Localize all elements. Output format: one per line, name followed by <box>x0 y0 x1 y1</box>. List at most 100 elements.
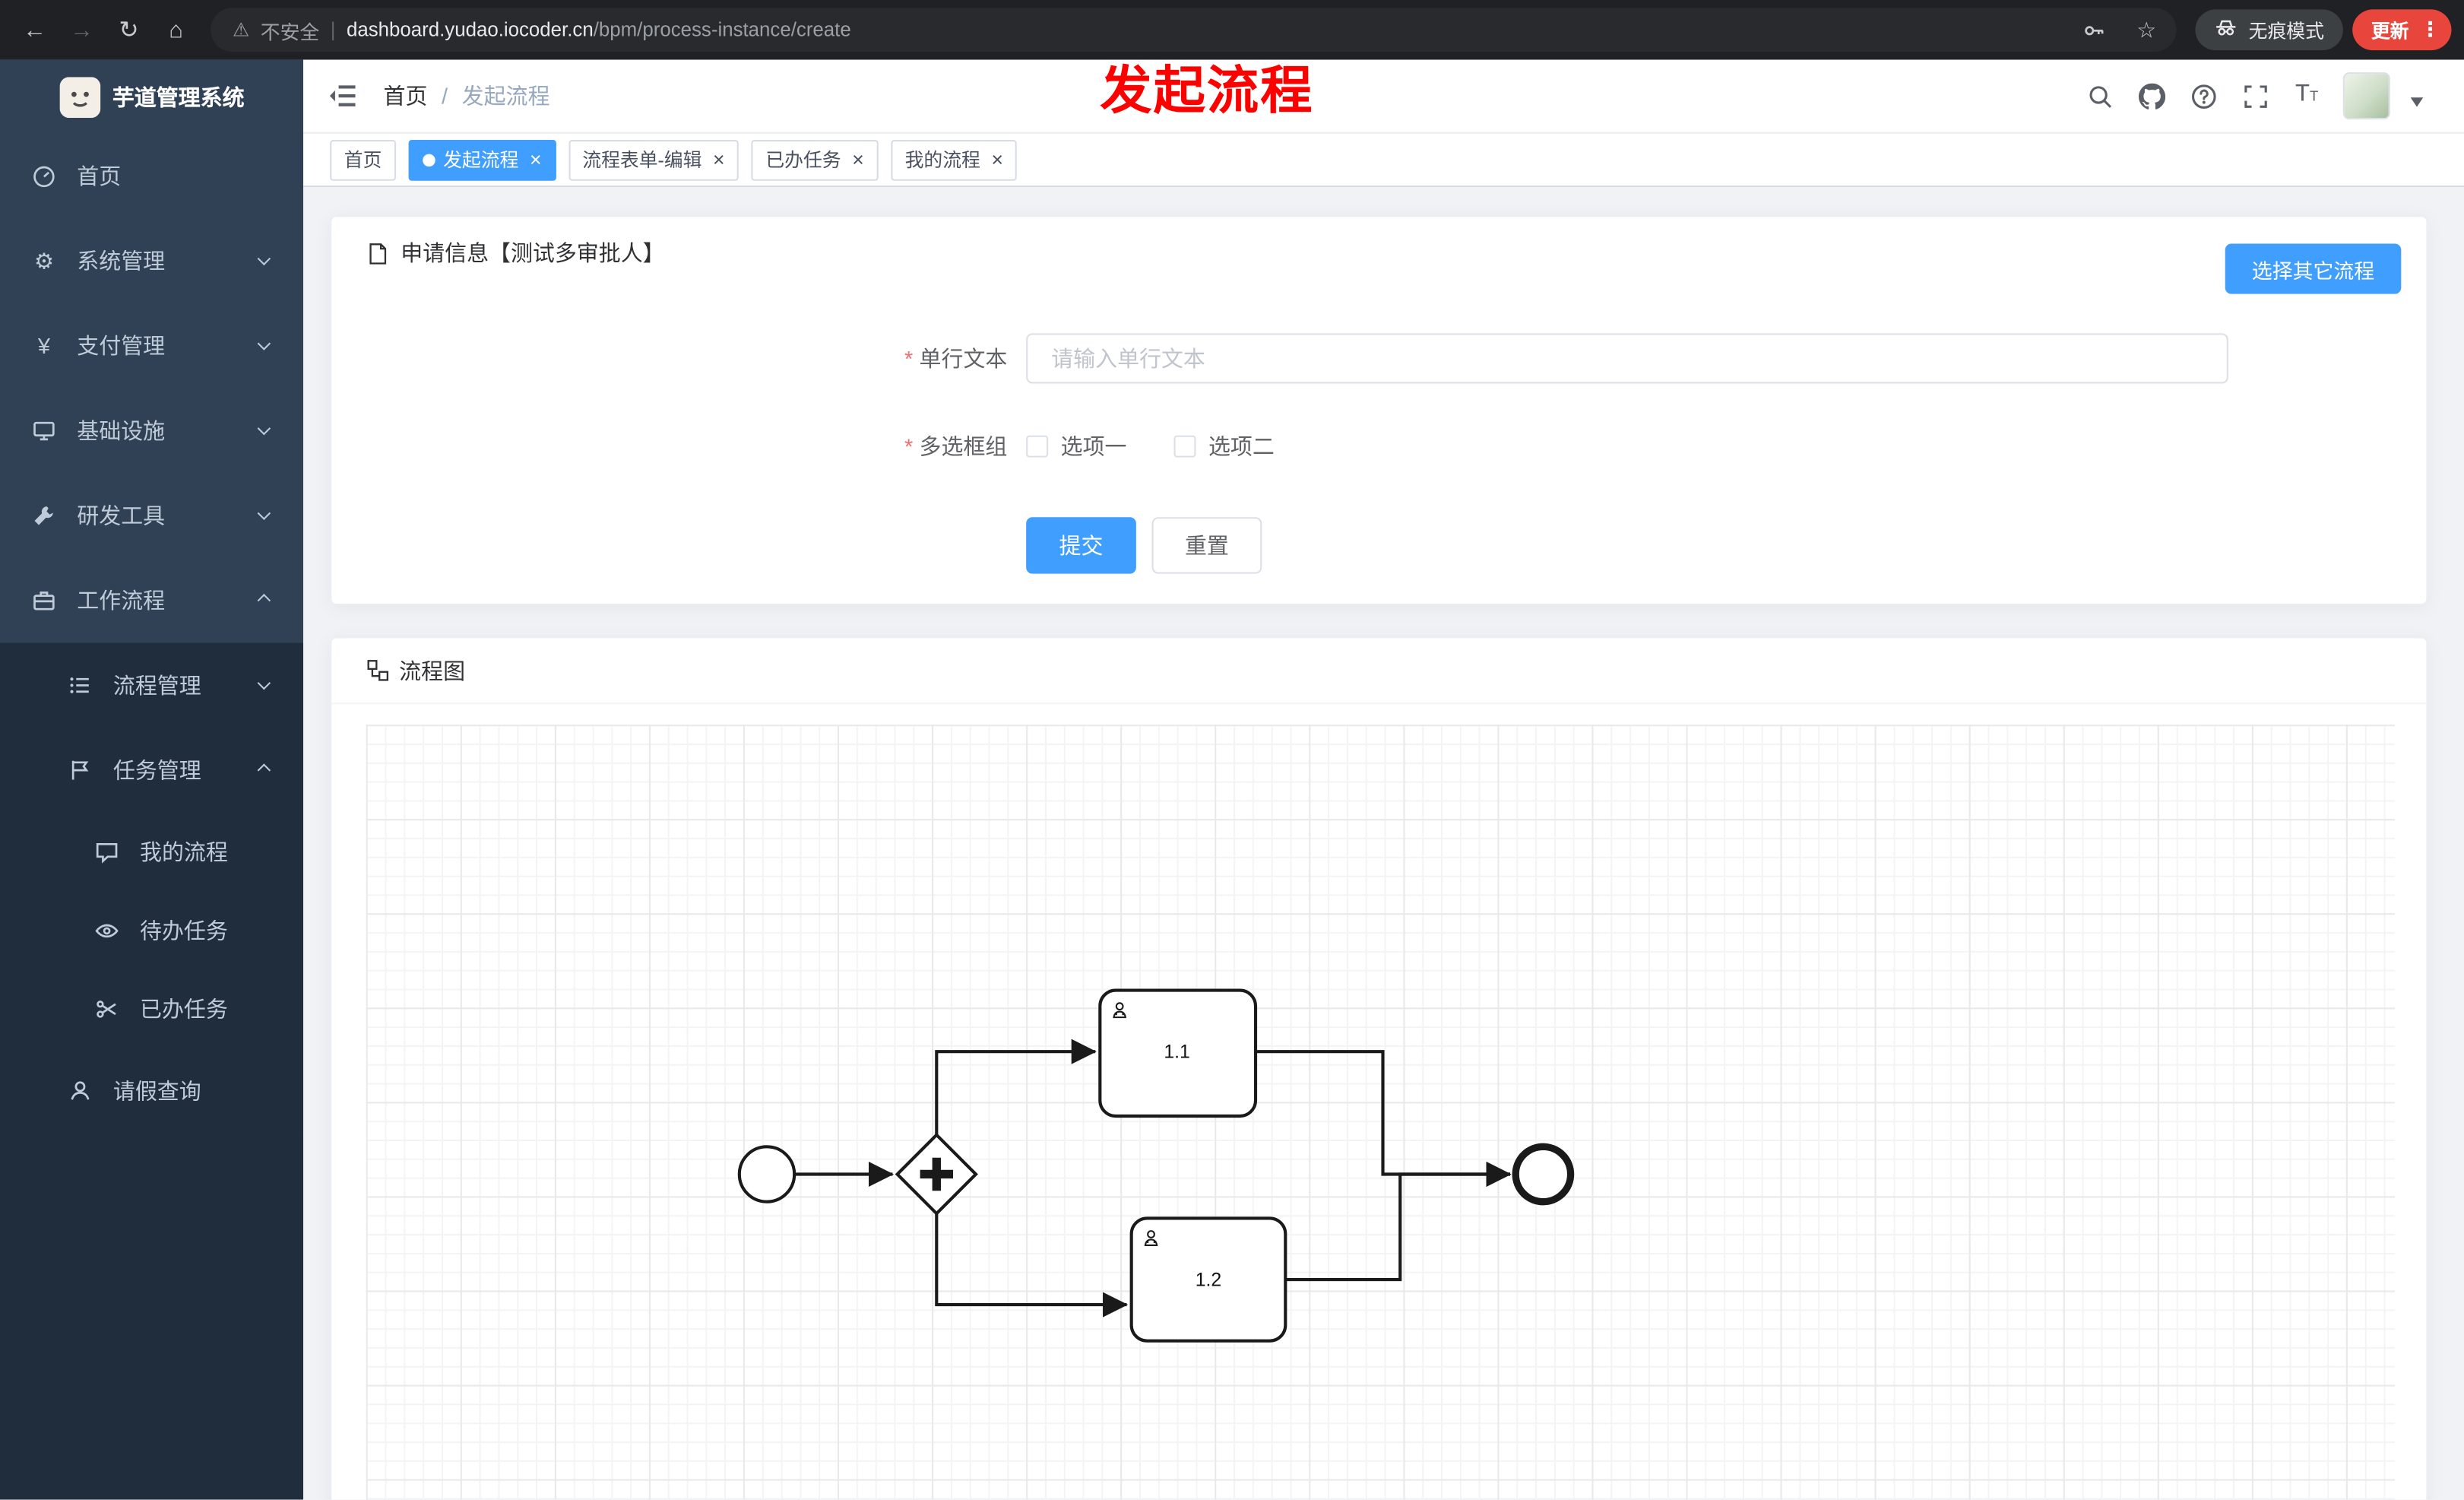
bpmn-canvas[interactable]: 1.1 1.2 <box>366 725 2396 1500</box>
chevron-up-icon <box>257 594 271 607</box>
form-card: 申请信息【测试多审批人】 选择其它流程 *单行文本 *多选框组 选项一 <box>330 215 2428 606</box>
user-avatar[interactable] <box>2342 72 2390 120</box>
checkbox-label: 选项二 <box>1208 433 1275 459</box>
sidebar-item-label: 我的流程 <box>140 839 228 865</box>
tab-close-icon[interactable]: × <box>852 147 864 172</box>
document-icon <box>366 241 390 265</box>
user-icon <box>68 1078 93 1103</box>
app-window: 芋道管理系统 首页 ⚙ 系统管理 ¥ 支付管理 基础设施 <box>0 59 2464 1500</box>
breadcrumb-home[interactable]: 首页 <box>383 83 428 109</box>
sidebar-item-workflow[interactable]: 工作流程 <box>0 558 303 643</box>
browser-chrome: ← → ↻ ⌂ ⚠ 不安全 | dashboard.yudao.iocoder.… <box>0 0 2464 60</box>
sidebar-item-label: 请假查询 <box>112 1078 201 1104</box>
sidebar-item-leave-query[interactable]: 请假查询 <box>0 1048 303 1134</box>
checkbox-icon[interactable] <box>1173 435 1196 458</box>
avatar-caret-icon[interactable] <box>2410 97 2424 113</box>
tab-close-icon[interactable]: × <box>529 147 542 172</box>
breadcrumb-current: 发起流程 <box>461 83 550 109</box>
single-line-text-input[interactable] <box>1026 333 2228 384</box>
app-logo-image <box>59 76 100 118</box>
fullscreen-icon[interactable] <box>2239 80 2270 111</box>
checkbox-option-1[interactable]: 选项一 <box>1026 431 1126 462</box>
sidebar-item-label: 任务管理 <box>112 757 201 783</box>
reload-icon[interactable]: ↻ <box>119 17 139 44</box>
tree-icon <box>68 673 93 698</box>
sidebar-item-my-process[interactable]: 我的流程 <box>0 813 303 891</box>
required-asterisk: * <box>904 345 914 371</box>
help-icon[interactable] <box>2187 80 2219 111</box>
update-button[interactable]: 更新 ⋮ <box>2352 9 2452 51</box>
sidebar-item-dev-tools[interactable]: 研发工具 <box>0 473 303 558</box>
chevron-down-icon <box>257 337 271 350</box>
user-task-1 <box>1098 988 1258 1118</box>
choose-other-process-button[interactable]: 选择其它流程 <box>2225 243 2402 294</box>
url-domain: dashboard.yudao.iocoder.cn <box>346 18 594 41</box>
sidebar-item-payment-mgmt[interactable]: ¥ 支付管理 <box>0 303 303 388</box>
github-icon[interactable] <box>2136 80 2167 111</box>
sidebar-item-system-mgmt[interactable]: ⚙ 系统管理 <box>0 218 303 303</box>
sidebar-item-task-mgmt[interactable]: 任务管理 <box>0 728 303 813</box>
user-task-2 <box>1129 1216 1287 1343</box>
tab-close-icon[interactable]: × <box>991 147 1004 172</box>
sidebar-filler <box>0 1133 304 1500</box>
sidebar-item-home[interactable]: 首页 <box>0 134 303 219</box>
app-logo[interactable]: 芋道管理系统 <box>0 60 303 134</box>
checkbox-group: 选项一 选项二 <box>1026 431 1275 462</box>
sidebar-item-label: 已办任务 <box>140 996 228 1022</box>
chevron-down-icon <box>257 506 271 521</box>
sidebar-item-todo-tasks[interactable]: 待办任务 <box>0 891 303 969</box>
dashboard-icon <box>31 163 56 189</box>
sequence-flow-task1-end <box>1256 1050 1512 1188</box>
more-menu-icon[interactable]: ⋮ <box>2420 17 2440 41</box>
sidebar-item-label: 工作流程 <box>77 588 166 614</box>
infrastructure-icon <box>31 418 56 443</box>
forward-icon[interactable]: → <box>70 16 94 43</box>
user-task-2-label: 1.2 <box>1196 1270 1221 1290</box>
star-icon[interactable]: ☆ <box>2136 16 2157 42</box>
submit-button[interactable]: 提交 <box>1026 517 1136 574</box>
active-tab-dot <box>423 153 435 166</box>
key-icon[interactable] <box>2074 9 2115 50</box>
tab-home[interactable]: 首页 <box>330 138 397 180</box>
incognito-badge: 无痕模式 <box>2195 9 2343 51</box>
reset-button[interactable]: 重置 <box>1151 517 1262 574</box>
back-icon[interactable]: ← <box>22 16 46 43</box>
sidebar-item-infrastructure[interactable]: 基础设施 <box>0 388 303 474</box>
chevron-up-icon <box>257 763 271 777</box>
search-icon[interactable] <box>2084 80 2115 111</box>
tab-create-process[interactable]: 发起流程 × <box>408 138 556 180</box>
collapse-menu-icon[interactable] <box>327 80 358 111</box>
app-title: 芋道管理系统 <box>112 84 245 109</box>
sequence-flow-gateway-task2 <box>935 1213 1129 1318</box>
sidebar-item-process-mgmt[interactable]: 流程管理 <box>0 643 303 728</box>
tab-process-form-edit[interactable]: 流程表单-编辑 × <box>568 138 740 180</box>
sequence-flow-gateway-task1 <box>935 1039 1097 1135</box>
tab-label: 首页 <box>344 149 382 172</box>
text-field-label: *单行文本 <box>904 345 1008 371</box>
briefcase-icon <box>31 588 56 613</box>
checkbox-option-2[interactable]: 选项二 <box>1173 431 1275 462</box>
diagram-card: 流程图 <box>330 636 2428 1500</box>
chevron-down-icon <box>257 676 271 690</box>
sequence-flow-task2-end <box>1285 1161 1512 1282</box>
sidebar-item-done-tasks[interactable]: 已办任务 <box>0 970 303 1048</box>
checkbox-group-label: *多选框组 <box>904 433 1008 459</box>
chevron-down-icon <box>257 421 271 436</box>
security-label: 不安全 <box>260 21 320 43</box>
tab-done-tasks[interactable]: 已办任务 × <box>751 138 879 180</box>
tab-my-process[interactable]: 我的流程 × <box>890 138 1018 180</box>
checkbox-group-row: *多选框组 选项一 选项二 <box>331 424 2426 468</box>
user-task-icon <box>1113 1002 1127 1019</box>
tags-view: 首页 发起流程 × 流程表单-编辑 × 已办任务 × 我的流程 × <box>303 133 2464 188</box>
warning-icon: ⚠ <box>233 18 250 41</box>
address-bar[interactable]: ⚠ 不安全 | dashboard.yudao.iocoder.cn/bpm/p… <box>211 8 2177 52</box>
checkbox-icon[interactable] <box>1026 435 1049 458</box>
home-icon[interactable]: ⌂ <box>169 16 183 43</box>
text-field-row: *单行文本 <box>331 333 2426 384</box>
start-event <box>737 1145 797 1203</box>
tab-close-icon[interactable]: × <box>712 147 725 172</box>
